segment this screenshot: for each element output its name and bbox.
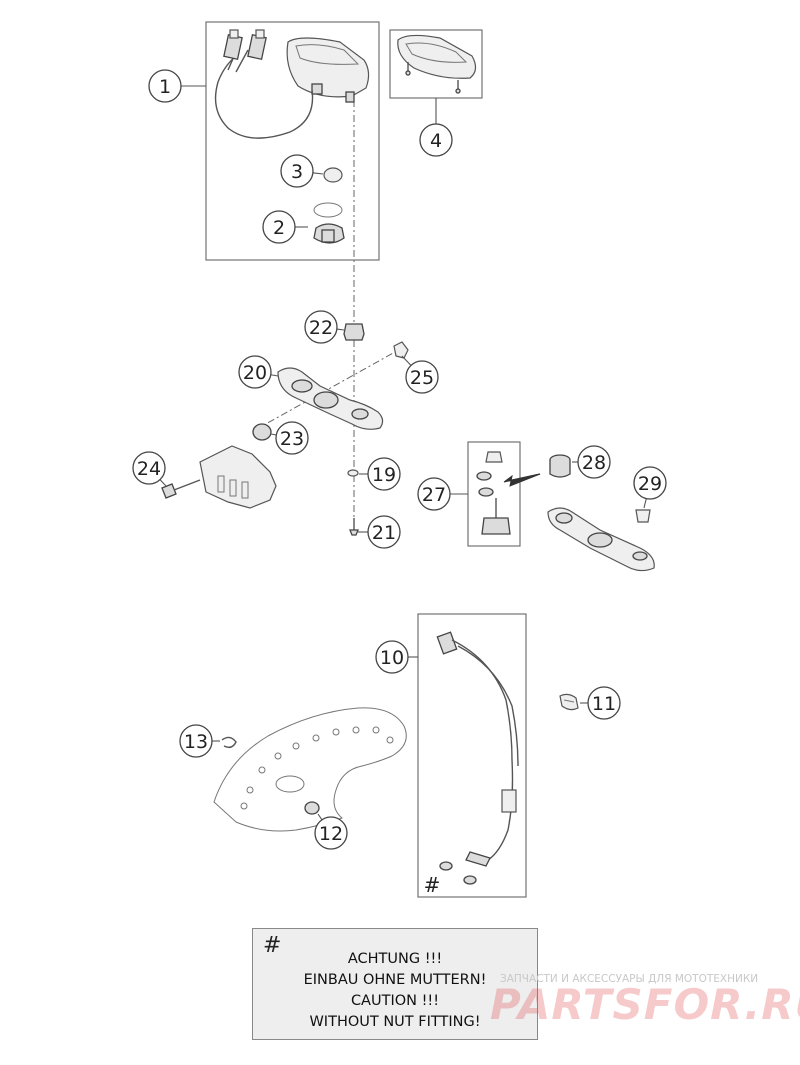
callout-circle	[417, 477, 451, 511]
callout-circle	[375, 640, 409, 674]
watermark-tagline: ЗАПЧАСТИ И АКСЕССУАРЫ ДЛЯ МОТОТЕХНИКИ	[500, 973, 759, 985]
callout-number: 12	[319, 823, 343, 845]
callout-number: 23	[280, 428, 304, 450]
cap-icon	[323, 167, 343, 183]
callout-number: 20	[243, 362, 267, 384]
speedometer-kit-frame	[205, 21, 380, 261]
callout-number: 13	[184, 731, 208, 753]
callout-number: 11	[592, 693, 616, 715]
callout-number: 4	[430, 130, 442, 152]
callout-number: 21	[372, 522, 396, 544]
callout-22: 22	[304, 310, 345, 344]
callout-number: 22	[309, 317, 333, 339]
small-screw-icon	[349, 518, 359, 536]
callout-10: 10	[375, 640, 418, 674]
speed-sensor-cable-icon	[436, 631, 519, 885]
alternate-bracket-icon	[547, 507, 655, 572]
callout-11: 11	[580, 686, 621, 720]
callout-leader-line	[159, 479, 167, 487]
bulb-socket-icon	[313, 202, 345, 244]
callout-24: 24	[132, 451, 167, 487]
callout-number: 24	[137, 458, 161, 480]
rubber-bushing-icon	[252, 423, 272, 441]
callout-circle	[577, 445, 611, 479]
callout-circle	[633, 466, 667, 500]
note-line: CAUTION !!!	[350, 993, 440, 1009]
callout-circle	[179, 724, 213, 758]
callout-circle	[148, 69, 182, 103]
callout-number: 27	[422, 484, 446, 506]
note-line: EINBAU OHNE MUTTERN!	[303, 972, 487, 988]
callout-number: 10	[380, 647, 404, 669]
callout-circle	[367, 457, 401, 491]
callout-leader-line	[401, 355, 412, 366]
callout-circle	[419, 123, 453, 157]
callout-number: 3	[291, 161, 303, 183]
callout-25: 25	[401, 355, 439, 394]
bushing-icon	[549, 454, 571, 478]
callout-number: 29	[638, 473, 662, 495]
callout-leader-line	[270, 433, 277, 436]
display-cover-icon	[397, 34, 477, 94]
callout-circle	[132, 451, 166, 485]
watermark-logo: PARTSFOR.RU	[490, 980, 800, 1029]
nut-icon	[343, 323, 365, 341]
callout-3: 3	[280, 154, 324, 188]
mounting-plate-icon	[199, 445, 277, 509]
callout-circle	[405, 360, 439, 394]
note-line: ACHTUNG !!!	[347, 951, 443, 967]
callout-29: 29	[633, 466, 667, 509]
callout-27: 27	[417, 477, 468, 511]
note-line: WITHOUT NUT FITTING!	[309, 1014, 481, 1030]
callout-2: 2	[262, 210, 308, 244]
note-hash-marker: #	[263, 933, 282, 958]
callout-19: 19	[359, 457, 401, 491]
callout-number: 2	[273, 217, 285, 239]
arrow-line	[507, 473, 541, 482]
plug-icon	[635, 509, 651, 523]
callout-leader-line	[643, 498, 647, 509]
callout-4: 4	[419, 98, 453, 157]
callout-12: 12	[314, 813, 348, 850]
callout-21: 21	[358, 515, 401, 549]
callout-leader-line	[317, 813, 323, 821]
spacer-icon	[304, 801, 320, 815]
washer-icon	[347, 469, 359, 477]
callout-1: 1	[148, 69, 206, 103]
callout-number: 28	[582, 452, 606, 474]
mount-kit-icon	[476, 451, 511, 535]
callout-circle	[314, 816, 348, 850]
callout-circle	[367, 515, 401, 549]
callout-20: 20	[238, 355, 279, 389]
callout-28: 28	[572, 445, 611, 479]
callout-leader-line	[270, 374, 279, 377]
caution-note-box: # ACHTUNG !!! EINBAU OHNE MUTTERN! CAUTI…	[252, 928, 538, 1040]
cap-screw-icon	[393, 341, 409, 359]
speedometer-unit-icon	[214, 29, 370, 139]
mounting-bracket-icon	[277, 367, 384, 430]
callout-circle	[275, 421, 309, 455]
callout-13: 13	[179, 724, 220, 758]
callout-circle	[262, 210, 296, 244]
hex-screw-icon	[161, 479, 201, 499]
callout-leader-line	[312, 172, 324, 175]
callout-number: 19	[372, 464, 396, 486]
callout-number: 25	[410, 367, 434, 389]
circlip-icon	[221, 736, 237, 749]
callout-leader-line	[336, 328, 345, 331]
callout-23: 23	[270, 421, 309, 455]
sensor-cable-frame	[417, 613, 527, 898]
callout-circle	[304, 310, 338, 344]
callout-circle	[280, 154, 314, 188]
cable-note-marker: #	[424, 873, 441, 897]
note-text: ACHTUNG !!! EINBAU OHNE MUTTERN! CAUTION…	[253, 949, 537, 1033]
callout-circle	[238, 355, 272, 389]
cable-clip-icon	[559, 693, 579, 711]
callout-number: 1	[159, 76, 171, 98]
callout-circle	[587, 686, 621, 720]
